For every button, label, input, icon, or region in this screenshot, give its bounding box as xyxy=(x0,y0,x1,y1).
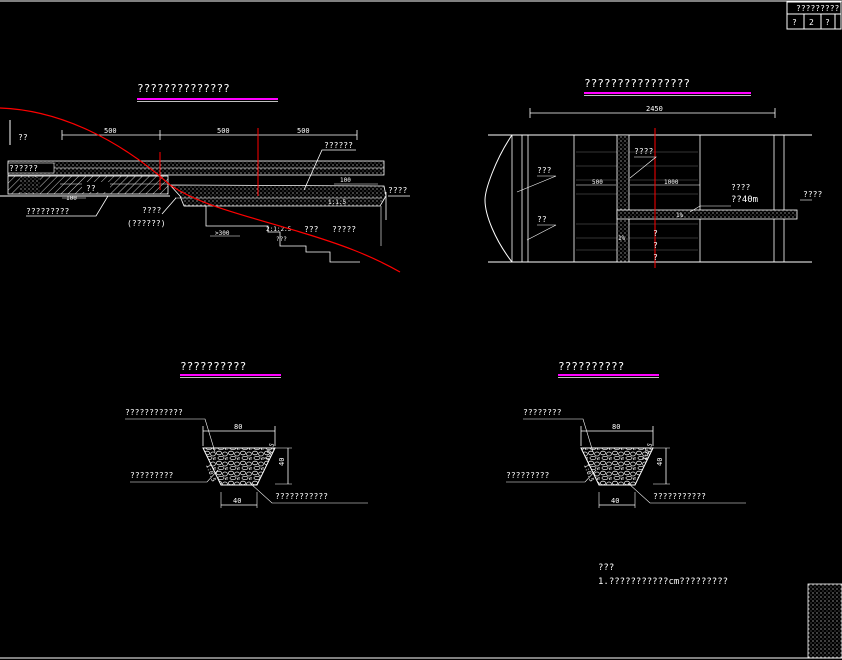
subgrade-label: ????????? xyxy=(26,207,70,216)
drain-pipe xyxy=(616,209,798,220)
detail-label-mid: ????????? xyxy=(506,471,550,480)
dim-label: 80 xyxy=(234,423,242,431)
plan-q: ? xyxy=(653,241,658,250)
dim-label: 500 xyxy=(217,127,230,135)
bench-steps xyxy=(184,205,360,263)
culvert-sub-label: (??????) xyxy=(127,219,166,228)
dim-label: >300 xyxy=(215,230,230,237)
plan-right-label-2: ??40m xyxy=(731,195,758,205)
pipe-label: ???? xyxy=(634,147,653,156)
dim-label: 40 xyxy=(278,458,286,466)
layer-label: ?????? xyxy=(9,164,38,173)
detail-left-view: ?????????? 80 40 1:0.5 1:0.5 40 ????????… xyxy=(125,360,368,508)
dim-label: 100 xyxy=(340,177,351,184)
ditch-label: ???? xyxy=(388,186,407,195)
detail-label-mid: ????????? xyxy=(130,471,174,480)
slope-label: 1:0.5 xyxy=(263,442,276,462)
notes: ??? 1.???????????cm????????? xyxy=(598,563,728,587)
step-label-2: ????? xyxy=(332,225,356,234)
dim-label: 40 xyxy=(233,497,241,505)
dim-label: 40 xyxy=(656,458,664,466)
dim-label: 2450 xyxy=(646,105,663,113)
plan-q: ? xyxy=(653,229,658,238)
title-block-cell: 2 xyxy=(809,18,814,27)
detail-label-top: ???????????? xyxy=(125,408,183,417)
cross-section-view: ?????????????? ?? 500 500 500 ?????? ?? … xyxy=(0,82,410,273)
plan-left-label-2: ?? xyxy=(537,215,547,224)
layer-label-right: ?????? xyxy=(324,141,353,150)
pipe-tag: 1% xyxy=(676,212,684,219)
plan-title: ???????????????? xyxy=(584,77,690,90)
cross-section-title: ?????????????? xyxy=(137,82,230,95)
detail-right-title: ?????????? xyxy=(558,360,624,373)
detail-right-view: ?????????? 80 40 1:0.5 1:0.5 40 ????????… xyxy=(506,360,746,508)
stamp-block xyxy=(807,583,842,659)
trench-section xyxy=(580,447,654,486)
slope-ratio-label: 2:1:2.5 xyxy=(266,226,292,233)
detail-left-title: ?????????? xyxy=(180,360,246,373)
detail-label-top: ???????? xyxy=(523,408,562,417)
plan-view: ???????????????? 2450 1% 1% 50 xyxy=(484,77,822,268)
title-block: ????????? ? 2 ? xyxy=(0,0,842,30)
slope-tag: ??? xyxy=(276,236,287,243)
embank-label: ?? xyxy=(86,184,96,193)
title-block-cell: ? xyxy=(792,18,797,27)
ground-line xyxy=(0,107,401,273)
plan-far-right-label: ???? xyxy=(803,190,822,199)
ditch-structure xyxy=(169,184,387,207)
left-fill-label: ?? xyxy=(18,133,28,142)
dim-label: 1000 xyxy=(664,179,679,186)
dim-label: 80 xyxy=(612,423,620,431)
plan-q: ? xyxy=(653,253,658,262)
trench-section xyxy=(202,447,276,486)
notes-line-1: 1.???????????cm????????? xyxy=(598,577,728,587)
title-block-name: ????????? xyxy=(796,4,840,13)
plan-right-label: ???? xyxy=(731,183,750,192)
step-label: ??? xyxy=(304,225,319,234)
trench-strip xyxy=(616,134,630,263)
title-block-cell: ? xyxy=(825,18,830,27)
culvert-label: ???? xyxy=(142,206,161,215)
pipe-slope-label: 1:1.5 xyxy=(328,199,346,206)
slope-label: 1:0.5 xyxy=(641,442,654,462)
notes-header: ??? xyxy=(598,563,614,573)
dim-label: 500 xyxy=(297,127,310,135)
plan-left-label: ??? xyxy=(537,166,552,175)
detail-label-bottom: ??????????? xyxy=(275,492,328,501)
dim-label: 500 xyxy=(592,179,603,186)
dim-label: 100 xyxy=(66,195,77,202)
dim-label: 40 xyxy=(611,497,619,505)
pipe-tag: 1% xyxy=(618,235,626,242)
detail-label-bottom: ??????????? xyxy=(653,492,706,501)
dim-label: 500 xyxy=(104,127,117,135)
